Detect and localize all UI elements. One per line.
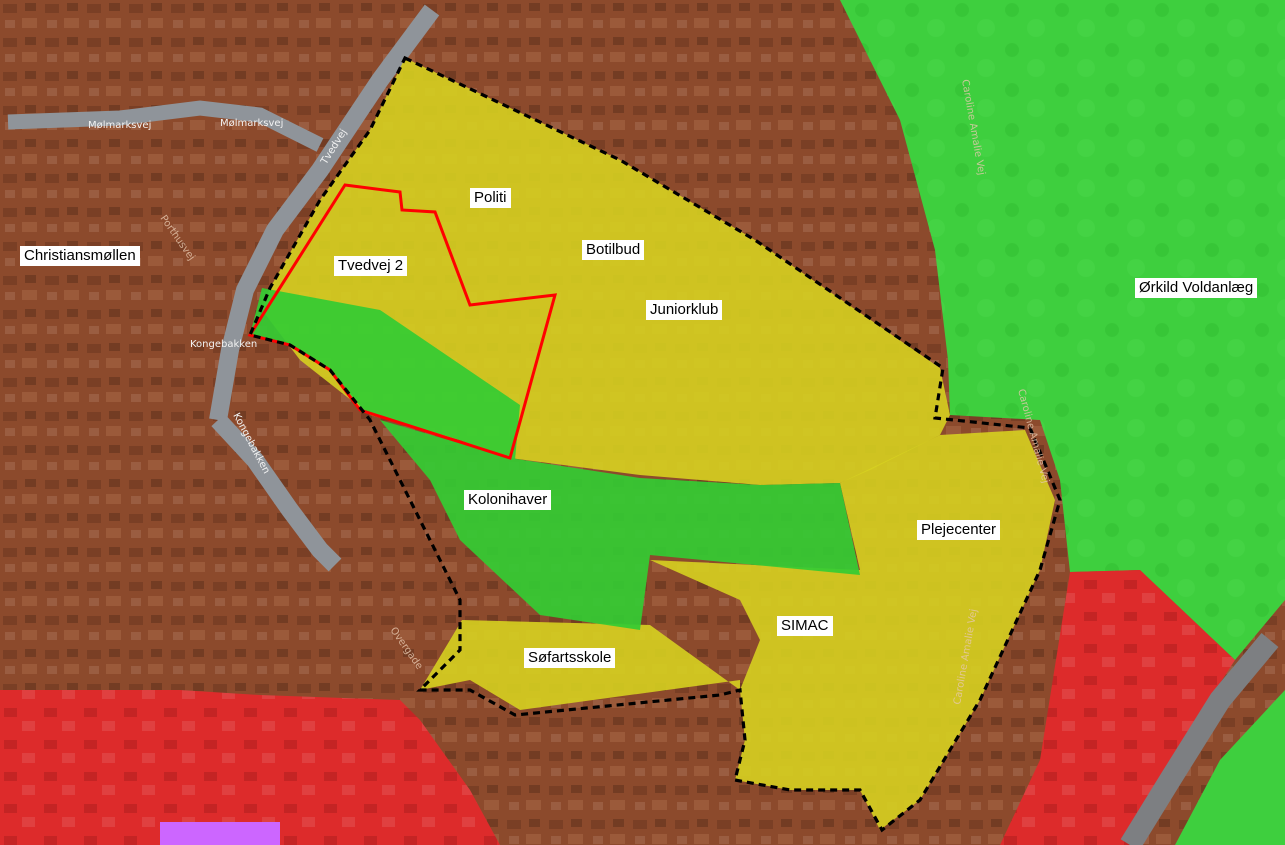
label-juniorklub: Juniorklub bbox=[646, 300, 723, 320]
label-plejecenter: Plejecenter bbox=[917, 520, 1001, 540]
green-zone-orkild bbox=[840, 0, 1285, 660]
label-christiansmollen: Christiansmøllen bbox=[20, 246, 140, 266]
label-politi: Politi bbox=[470, 188, 511, 208]
label-simac: SIMAC bbox=[777, 616, 833, 636]
label-sofartsskole: Søfartsskole bbox=[524, 648, 616, 668]
red-zone-bottom-right bbox=[1000, 570, 1235, 845]
road-label-molmarksvej-1: Mølmarksvej bbox=[88, 120, 151, 131]
project-boundary bbox=[247, 55, 1062, 833]
road-label-molmarksvej-2: Mølmarksvej bbox=[220, 118, 283, 129]
road-tvedvej bbox=[209, 4, 440, 422]
label-botilbud: Botilbud bbox=[582, 240, 645, 260]
label-kolonihaver: Kolonihaver bbox=[464, 490, 552, 510]
green-zone-kolonihaver bbox=[380, 420, 860, 630]
road-label-kongebakken-1: Kongebakken bbox=[190, 339, 257, 350]
green-zone-park bbox=[250, 288, 520, 460]
label-tvedvej2: Tvedvej 2 bbox=[334, 256, 408, 276]
road-molmarksvej bbox=[7, 100, 324, 152]
road-east bbox=[1120, 632, 1279, 845]
special-zone bbox=[160, 822, 280, 845]
road-kongebakken bbox=[211, 413, 342, 572]
green-zone-corner bbox=[1175, 690, 1285, 845]
label-orkild: Ørkild Voldanlæg bbox=[1135, 278, 1258, 298]
red-zone-bottom-left bbox=[0, 690, 500, 845]
